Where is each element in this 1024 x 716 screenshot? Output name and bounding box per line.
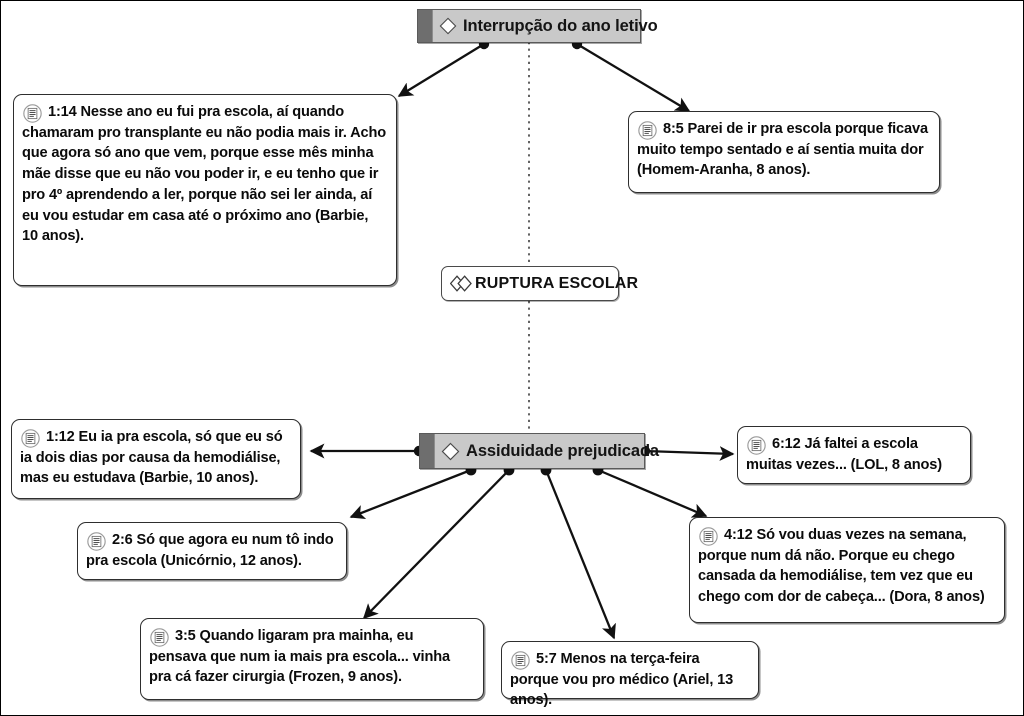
quote-text: 5:7 Menos na terça-feira porque vou pro … (510, 651, 734, 709)
link-interrupcao-q1-14 (397, 43, 485, 97)
node-label: Interrupção do ano letivo (463, 16, 658, 35)
quote-text: 4:12 Só vou duas vezes na semana, porque… (698, 527, 985, 606)
link-assiduidade-q3-5 (362, 469, 510, 620)
node-body: Assiduidade prejudicada (435, 434, 669, 468)
quote-box-6-12[interactable]: 6:12 Já faltei a escola muitas vezes... … (737, 426, 971, 484)
node-interrupcao-do-ano-letivo[interactable]: Interrupção do ano letivo (417, 9, 658, 43)
note-icon (511, 651, 530, 670)
link-interrupcao-q8-5 (576, 43, 691, 112)
note-icon (747, 436, 766, 455)
quote-box-5-7[interactable]: 5:7 Menos na terça-feira porque vou pro … (501, 641, 759, 708)
quote-box-3-5[interactable]: 3:5 Quando ligaram pra mainha, eu pensav… (140, 618, 484, 700)
note-icon (150, 628, 169, 647)
link-assiduidade-q5-7 (544, 469, 616, 640)
quote-text: 8:5 Parei de ir pra escola porque ficava… (637, 121, 928, 179)
note-icon (699, 527, 718, 546)
node-ruptura-escolar[interactable]: RUPTURA ESCOLAR (441, 266, 638, 301)
quote-box-8-5[interactable]: 8:5 Parei de ir pra escola porque ficava… (628, 111, 940, 193)
link-assiduidade-q2-6 (349, 468, 472, 520)
node-tab (418, 10, 433, 42)
quote-box-2-6[interactable]: 2:6 Só que agora eu num tô indo pra esco… (77, 522, 347, 580)
node-assiduidade-prejudicada[interactable]: Assiduidade prejudicada (419, 433, 659, 469)
note-icon (87, 532, 106, 551)
note-icon (21, 429, 40, 448)
note-icon (23, 104, 42, 123)
node-tab (420, 434, 435, 468)
quote-text: 3:5 Quando ligaram pra mainha, eu pensav… (149, 628, 450, 686)
diamond-icon (439, 17, 457, 35)
node-body: Interrupção do ano letivo (433, 10, 668, 42)
quote-text: 2:6 Só que agora eu num tô indo pra esco… (86, 532, 334, 569)
diamond-icon (441, 442, 460, 460)
quote-box-1-12[interactable]: 1:12 Eu ia pra escola, só que eu só ia d… (11, 419, 301, 499)
link-assiduidade-q4-12 (597, 468, 708, 518)
node-label: RUPTURA ESCOLAR (475, 274, 639, 292)
quote-text: 1:14 Nesse ano eu fui pra escola, aí qua… (22, 104, 387, 245)
quote-text: 1:12 Eu ia pra escola, só que eu só ia d… (20, 429, 283, 487)
quote-box-1-14[interactable]: 1:14 Nesse ano eu fui pra escola, aí qua… (13, 94, 397, 286)
note-icon (638, 121, 657, 140)
double-diamond-icon (450, 275, 472, 292)
quote-text: 6:12 Já faltei a escola muitas vezes... … (746, 436, 942, 473)
node-label: Assiduidade prejudicada (466, 441, 660, 460)
quote-box-4-12[interactable]: 4:12 Só vou duas vezes na semana, porque… (689, 517, 1005, 623)
